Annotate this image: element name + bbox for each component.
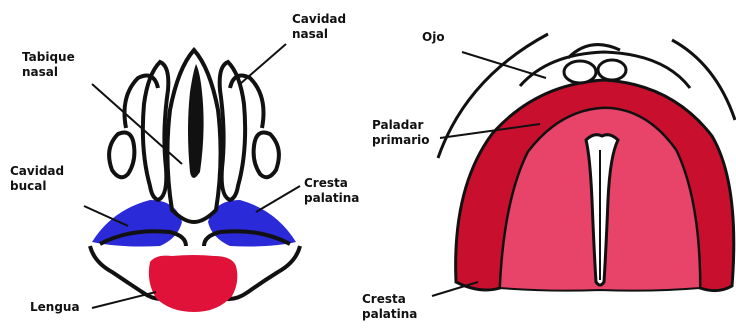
leader-lengua — [92, 292, 156, 308]
label-cavidad-bucal: Cavidad bucal — [10, 164, 64, 194]
label-cavidad-nasal: Cavidad nasal — [292, 12, 346, 42]
coronal-section-figure — [84, 44, 300, 312]
palate-view-figure — [432, 34, 735, 296]
nasal-concha-left-1 — [109, 133, 134, 178]
leader-cavidad-nasal — [240, 44, 286, 84]
nasal-septum-core — [188, 64, 204, 178]
eye-right — [598, 60, 626, 80]
leader-cresta-palatina-left — [256, 186, 300, 212]
nasal-concha-right-1 — [254, 133, 279, 178]
label-cresta-palatina-left: Cresta palatina — [304, 176, 359, 206]
leader-ojo — [462, 52, 546, 78]
label-paladar-primario: Paladar primario — [372, 118, 430, 148]
eye-left — [564, 61, 596, 83]
label-tabique-nasal: Tabique nasal — [22, 50, 75, 80]
label-lengua: Lengua — [30, 300, 80, 315]
tongue-shape — [149, 255, 237, 312]
label-cresta-palatina-right: Cresta palatina — [362, 292, 417, 322]
label-ojo: Ojo — [422, 30, 445, 45]
